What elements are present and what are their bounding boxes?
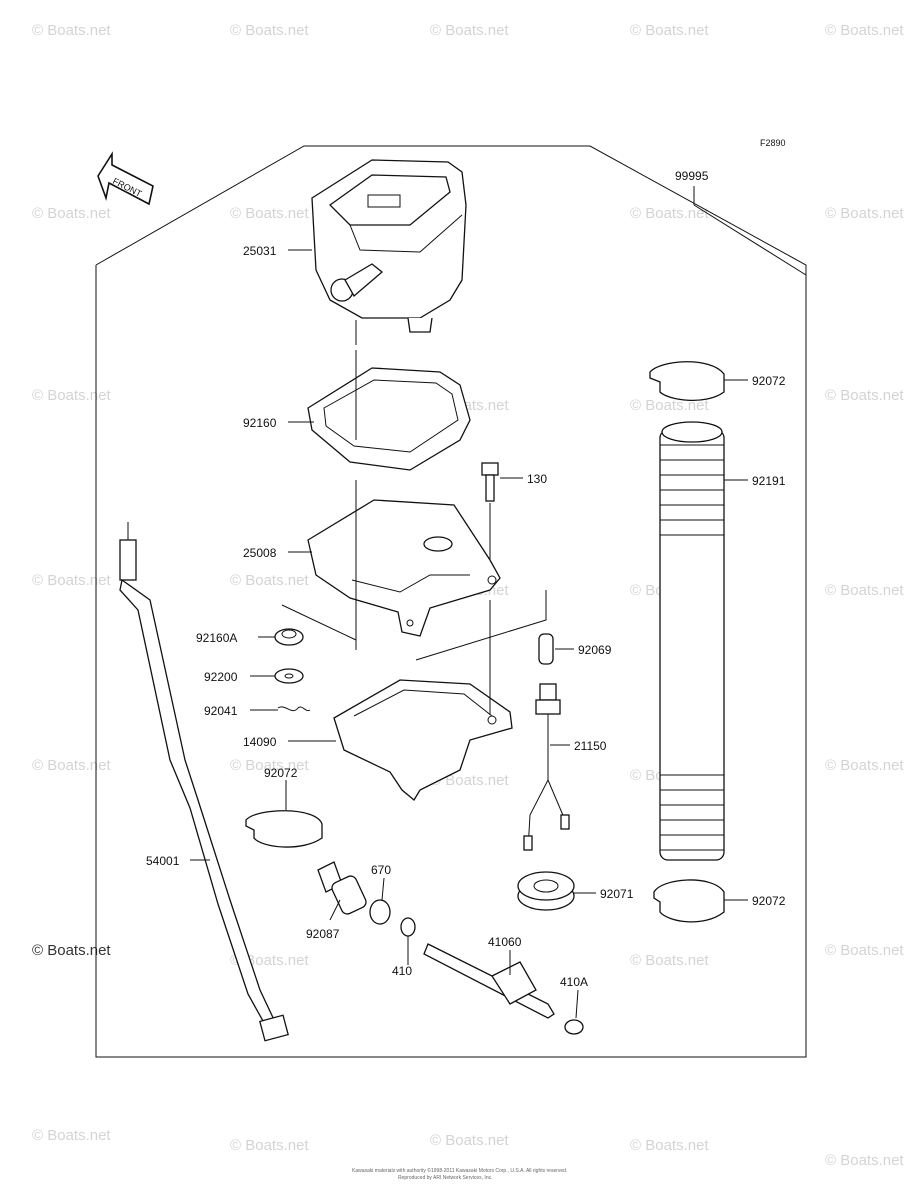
- meter-assembly-25031: [311, 159, 467, 345]
- watermark: © Boats.net: [825, 1152, 904, 1169]
- watermark: © Boats.net: [825, 22, 904, 39]
- grommet-92071: [517, 871, 575, 911]
- washer-92200: [274, 668, 304, 684]
- front-arrow-icon: FRONT: [97, 151, 154, 206]
- watermark: © Boats.net: [32, 22, 111, 39]
- label-25031[interactable]: 25031: [243, 244, 277, 258]
- part-labels: 99995 25031 92160 130 25008 92160A 92069…: [146, 169, 786, 989]
- figure-code: F2890: [760, 138, 786, 148]
- watermark: © Boats.net: [430, 1132, 509, 1149]
- label-54001[interactable]: 54001: [146, 854, 180, 868]
- band-92072-bottom: [653, 879, 725, 923]
- band-92072-left: [245, 810, 323, 848]
- watermark: © Boats.net: [32, 205, 111, 222]
- socket-21150: [523, 683, 570, 851]
- label-92072-top[interactable]: 92072: [752, 374, 786, 388]
- label-92069[interactable]: 92069: [578, 643, 612, 657]
- label-99995[interactable]: 99995: [675, 169, 709, 183]
- label-92087[interactable]: 92087: [306, 927, 340, 941]
- watermark: © Boats.net: [32, 387, 111, 404]
- grommet-92160A: [274, 628, 304, 646]
- label-410A[interactable]: 410A: [560, 975, 588, 989]
- label-92072-bottom[interactable]: 92072: [752, 894, 786, 908]
- watermark: © Boats.net: [230, 205, 309, 222]
- tube-92191: [659, 421, 725, 861]
- washer-410: [400, 917, 416, 937]
- watermark-dark: © Boats.net: [32, 942, 111, 959]
- watermark: © Boats.net: [825, 387, 904, 404]
- copyright-line-1: Kawasaki materials with authority ©1998-…: [352, 1167, 567, 1174]
- label-92160A[interactable]: 92160A: [196, 631, 237, 645]
- washer-410A: [564, 1019, 584, 1035]
- watermark: © Boats.net: [825, 942, 904, 959]
- watermark: © Boats.net: [630, 1137, 709, 1154]
- watermark-grid: © Boats.net © Boats.net © Boats.net © Bo…: [32, 22, 904, 1169]
- bulb-92069: [538, 633, 554, 665]
- watermark: © Boats.net: [230, 572, 309, 589]
- watermark: © Boats.net: [630, 397, 709, 414]
- watermark: © Boats.net: [630, 952, 709, 969]
- label-21150[interactable]: 21150: [574, 739, 607, 753]
- watermark: © Boats.net: [32, 1127, 111, 1144]
- assembly-line: [415, 590, 547, 661]
- watermark: © Boats.net: [230, 1137, 309, 1154]
- cushion-92160: [307, 350, 471, 471]
- watermark: © Boats.net: [630, 22, 709, 39]
- label-92071[interactable]: 92071: [600, 887, 634, 901]
- o-ring-670: [369, 899, 391, 925]
- watermark: © Boats.net: [32, 757, 111, 774]
- label-130[interactable]: 130: [527, 472, 547, 486]
- bracket-14090: [333, 600, 513, 801]
- watermark: © Boats.net: [430, 22, 509, 39]
- label-92072-left[interactable]: 92072: [264, 766, 298, 780]
- label-92200[interactable]: 92200: [204, 670, 238, 684]
- fitting-92087: [317, 861, 367, 915]
- copyright-line-2: Reproduced by ARI Network Services, Inc.: [398, 1175, 493, 1181]
- kit-outline: [95, 145, 807, 1058]
- case-25008: [307, 480, 501, 640]
- label-92160[interactable]: 92160: [243, 416, 277, 430]
- leader-lines: [190, 186, 807, 1019]
- watermark: © Boats.net: [630, 205, 709, 222]
- label-670[interactable]: 670: [371, 863, 391, 877]
- label-92191[interactable]: 92191: [752, 474, 786, 488]
- cable-54001: [119, 522, 289, 1042]
- pin-92041: [277, 706, 311, 712]
- label-25008[interactable]: 25008: [243, 546, 277, 560]
- watermark: © Boats.net: [230, 22, 309, 39]
- watermark: © Boats.net: [825, 205, 904, 222]
- watermark: © Boats.net: [430, 772, 509, 789]
- label-410[interactable]: 410: [392, 964, 412, 978]
- watermark: © Boats.net: [230, 757, 309, 774]
- gear-shaft-41060: [423, 943, 555, 1019]
- watermark: © Boats.net: [825, 582, 904, 599]
- label-92041[interactable]: 92041: [204, 704, 238, 718]
- label-14090[interactable]: 14090: [243, 735, 277, 749]
- label-41060[interactable]: 41060: [488, 935, 522, 949]
- watermark: © Boats.net: [32, 572, 111, 589]
- watermark: © Boats.net: [825, 757, 904, 774]
- assembly-line: [281, 604, 357, 650]
- band-92072-top: [649, 361, 725, 402]
